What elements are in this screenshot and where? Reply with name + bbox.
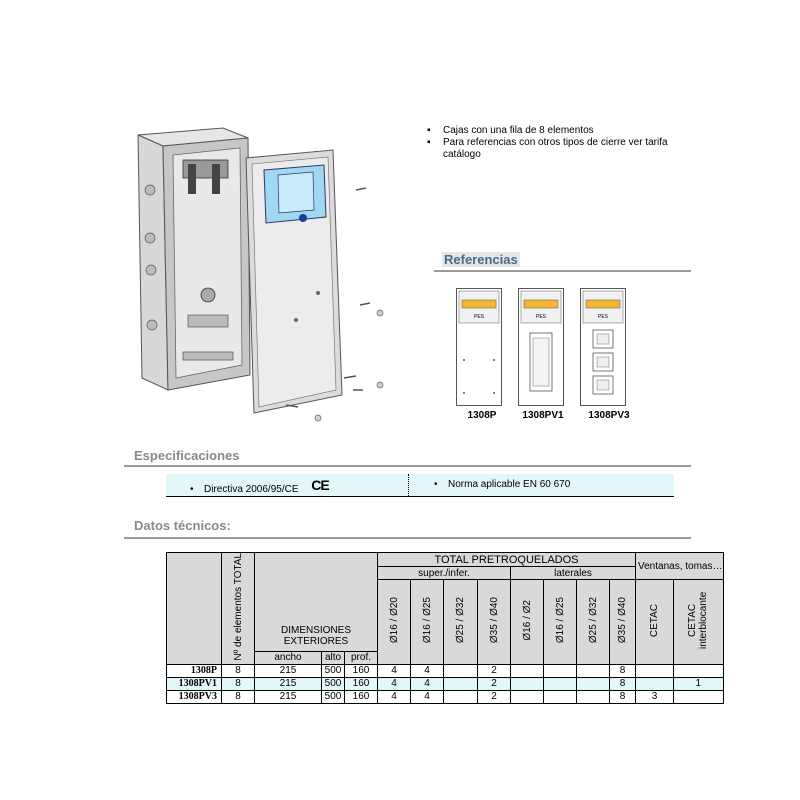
header-ko: Ø25 / Ø32 [576,579,610,665]
reference-label: 1308P [467,410,497,421]
header-ko: Ø35 / Ø40 [477,579,511,665]
product-illustration [137,127,384,422]
header-ancho: ancho [254,650,322,665]
especificaciones-title: Especificaciones [134,448,240,463]
header-ko: Ø16 / Ø25 [410,579,444,665]
cell: 3 [635,689,674,704]
cell: 1 [673,676,724,691]
cell [510,663,544,678]
tech-data-table: Nº de elementos TOTAL DIMENSIONES EXTERI… [166,552,724,704]
cell: 4 [410,689,444,704]
spec-norma-text: Norma aplicable EN 60 670 [448,479,571,490]
cell: 500 [321,689,345,704]
header-ko: Ø16 / Ø2 [510,579,544,665]
header-ko: Ø35 / Ø40 [609,579,636,665]
spec-item-norma: •Norma aplicable EN 60 670 [434,479,571,490]
cell [576,689,610,704]
header-ko: Ø16 / Ø25 [543,579,577,665]
cell [443,689,478,704]
divider [124,537,691,539]
cell: 2 [477,663,511,678]
header-prof: prof. [344,650,378,665]
table-row: 1308P 8 215 500 160 4 4 2 8 [166,663,724,678]
card-brand: PES [598,314,609,320]
divider [124,465,691,467]
cell: 4 [410,676,444,691]
ce-mark-icon: CE [311,477,329,493]
header-ko: Ø16 / Ø20 [377,579,411,665]
cell: 8 [221,676,255,691]
cell: 2 [477,689,511,704]
screws [285,187,371,408]
cell: 4 [410,663,444,678]
header-ventanas: Ventanas, tomas… [635,552,724,580]
header-cetac-interblocante: CETAC interblocante [673,579,724,665]
reference-label: 1308PV3 [588,410,630,421]
cell [576,676,610,691]
header-super-infer: super./infer. [377,566,511,580]
cell: 215 [254,676,322,691]
bullet-item: Para referencias con otros tipos de cier… [425,137,705,161]
reference-label: 1308PV1 [522,410,564,421]
cell: 4 [377,676,411,691]
spec-directive-text: Directiva 2006/95/CE [204,484,299,495]
header-alto: alto [321,650,345,665]
cell: 2 [477,676,511,691]
cell: 215 [254,663,322,678]
cell-model: 1308PV1 [166,676,222,691]
cell-model: 1308PV3 [166,689,222,704]
divider [434,270,691,272]
spec-band: •Directiva 2006/95/CE CE •Norma aplicabl… [166,474,674,497]
cell [543,663,577,678]
card-brand: PES [536,314,547,320]
cell: 160 [344,663,378,678]
table-row: 1308PV1 8 215 500 160 4 4 2 8 1 [166,676,724,691]
cell: 8 [221,689,255,704]
cell [443,663,478,678]
cell: 500 [321,676,345,691]
cell [543,689,577,704]
enclosure-box [137,127,251,391]
card-brand: PES [474,314,485,320]
cell [673,689,724,704]
cell [635,676,674,691]
cell: 8 [609,663,636,678]
header-model-cell [166,552,222,665]
cell [576,663,610,678]
divider [408,474,410,496]
cell: 4 [377,663,411,678]
cell: 160 [344,689,378,704]
header-cetac: CETAC [635,579,674,665]
cell: 215 [254,689,322,704]
cell [673,663,724,678]
bullet-item: Cajas con una fila de 8 elementos [425,125,705,137]
cell: 500 [321,663,345,678]
cell [510,689,544,704]
cell: 8 [609,676,636,691]
cell: 8 [609,689,636,704]
cell [443,676,478,691]
header-laterales: laterales [510,566,636,580]
datos-tecnicos-title: Datos técnicos: [134,518,231,533]
cell [510,676,544,691]
reference-card-1308p: PES [456,288,502,406]
reference-card-1308pv1: PES [518,288,564,406]
referencias-heading: Referencias [434,250,691,272]
referencias-title: Referencias [442,252,520,267]
enclosure-cover [245,149,343,414]
cell: 160 [344,676,378,691]
table-row: 1308PV3 8 215 500 160 4 4 2 8 3 [166,689,724,704]
feature-bullets: Cajas con una fila de 8 elementos Para r… [425,125,705,161]
reference-card-1308pv3: PES [580,288,626,406]
cell: 4 [377,689,411,704]
cell [543,676,577,691]
header-elementos: Nº de elementos TOTAL [221,552,255,665]
cell: 8 [221,663,255,678]
cell [635,663,674,678]
header-ko: Ø25 / Ø32 [443,579,478,665]
header-pretroquelados: TOTAL PRETROQUELADOS [377,552,636,567]
spec-item-directive: •Directiva 2006/95/CE CE [190,477,330,495]
cell-model: 1308P [166,663,222,678]
header-dimensiones: DIMENSIONES EXTERIORES [254,552,378,652]
